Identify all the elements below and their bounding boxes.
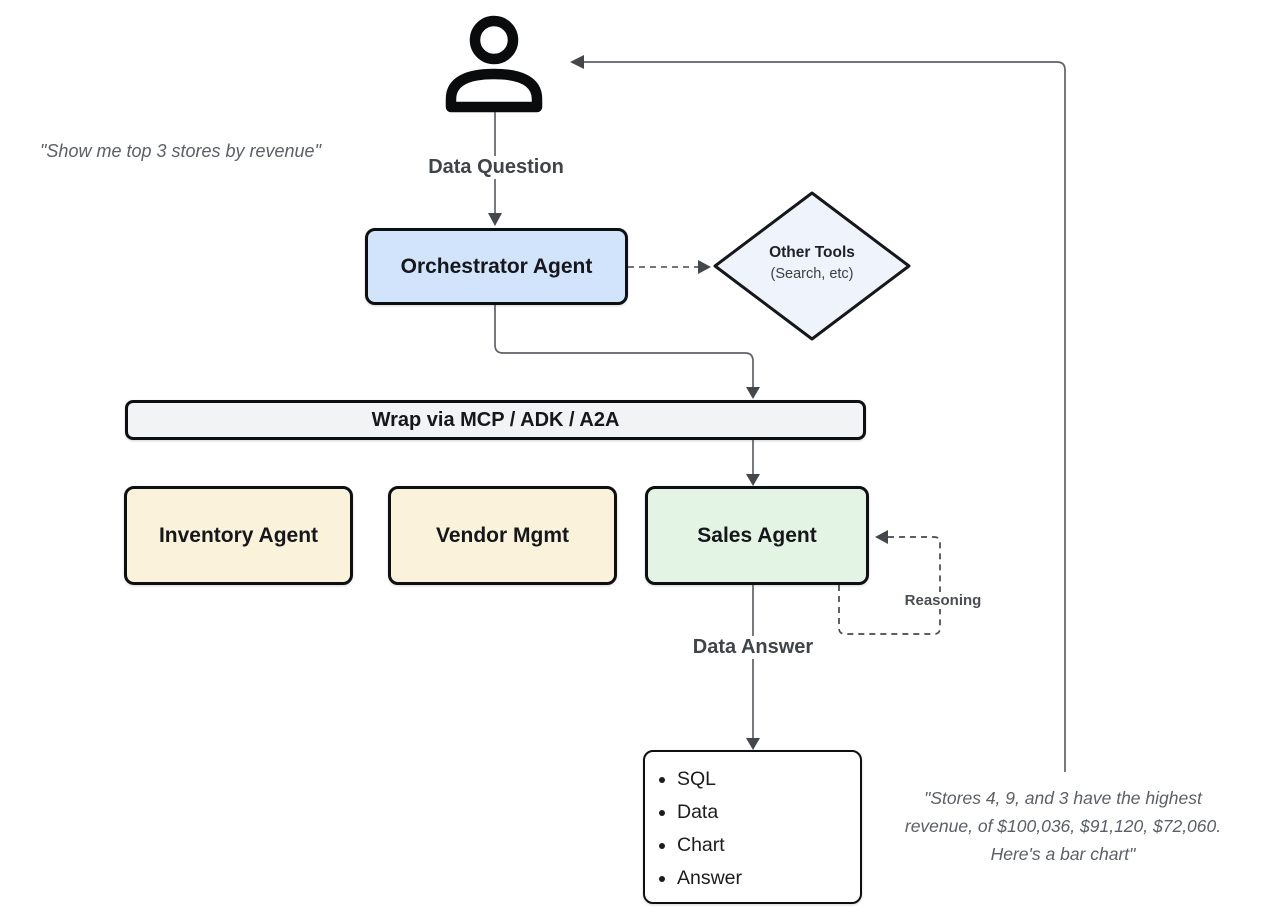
other-tools-node-label: Other Tools (Search, etc) bbox=[712, 242, 912, 284]
feedback-line-answer-to-user bbox=[583, 61, 1066, 772]
reasoning-label: Reasoning bbox=[894, 592, 992, 609]
output-artifacts-list: SQL Data Chart Answer bbox=[655, 763, 742, 895]
output-item: Data bbox=[677, 796, 742, 829]
arrowhead-into-output bbox=[746, 738, 760, 750]
dashed-reasoning-loop bbox=[838, 536, 941, 635]
vendor-mgmt-node: Vendor Mgmt bbox=[388, 486, 617, 585]
agent-answer-quote-line: Here's a bar chart" bbox=[990, 844, 1136, 864]
output-item: Answer bbox=[677, 862, 742, 895]
output-item: Chart bbox=[677, 829, 742, 862]
arrowhead-into-sales bbox=[746, 474, 760, 486]
orchestrator-agent-node: Orchestrator Agent bbox=[365, 228, 628, 305]
agent-answer-quote-line: "Stores 4, 9, and 3 have the highest bbox=[924, 788, 1202, 808]
other-tools-subtitle: (Search, etc) bbox=[770, 266, 854, 282]
person-body bbox=[445, 68, 543, 113]
sales-agent-node: Sales Agent bbox=[645, 486, 869, 585]
agent-answer-quote: "Stores 4, 9, and 3 have the highest rev… bbox=[864, 784, 1262, 868]
other-tools-title: Other Tools bbox=[769, 244, 855, 261]
output-artifacts-node: SQL Data Chart Answer bbox=[643, 750, 862, 904]
arrowhead-into-wrap-bar bbox=[746, 387, 760, 399]
output-item: SQL bbox=[677, 763, 742, 796]
person-head bbox=[469, 15, 519, 65]
user-question-quote: "Show me top 3 stores by revenue" bbox=[40, 141, 321, 161]
data-question-label: Data Question bbox=[413, 156, 579, 179]
agent-answer-quote-line: revenue, of $100,036, $91,120, $72,060. bbox=[904, 816, 1222, 836]
data-answer-label: Data Answer bbox=[674, 636, 832, 659]
wrap-via-mcp-adk-a2a-bar: Wrap via MCP / ADK / A2A bbox=[125, 400, 866, 440]
arrowhead-into-orchestrator bbox=[488, 213, 502, 226]
arrowhead-into-other-tools bbox=[698, 260, 711, 274]
arrowhead-reasoning-into-sales bbox=[875, 530, 888, 544]
inventory-agent-node: Inventory Agent bbox=[124, 486, 353, 585]
elbow-orchestrator-to-wrap-bar bbox=[494, 305, 754, 389]
person-icon bbox=[445, 15, 543, 113]
arrowhead-into-user bbox=[570, 55, 584, 69]
other-tools-diamond bbox=[713, 191, 911, 341]
